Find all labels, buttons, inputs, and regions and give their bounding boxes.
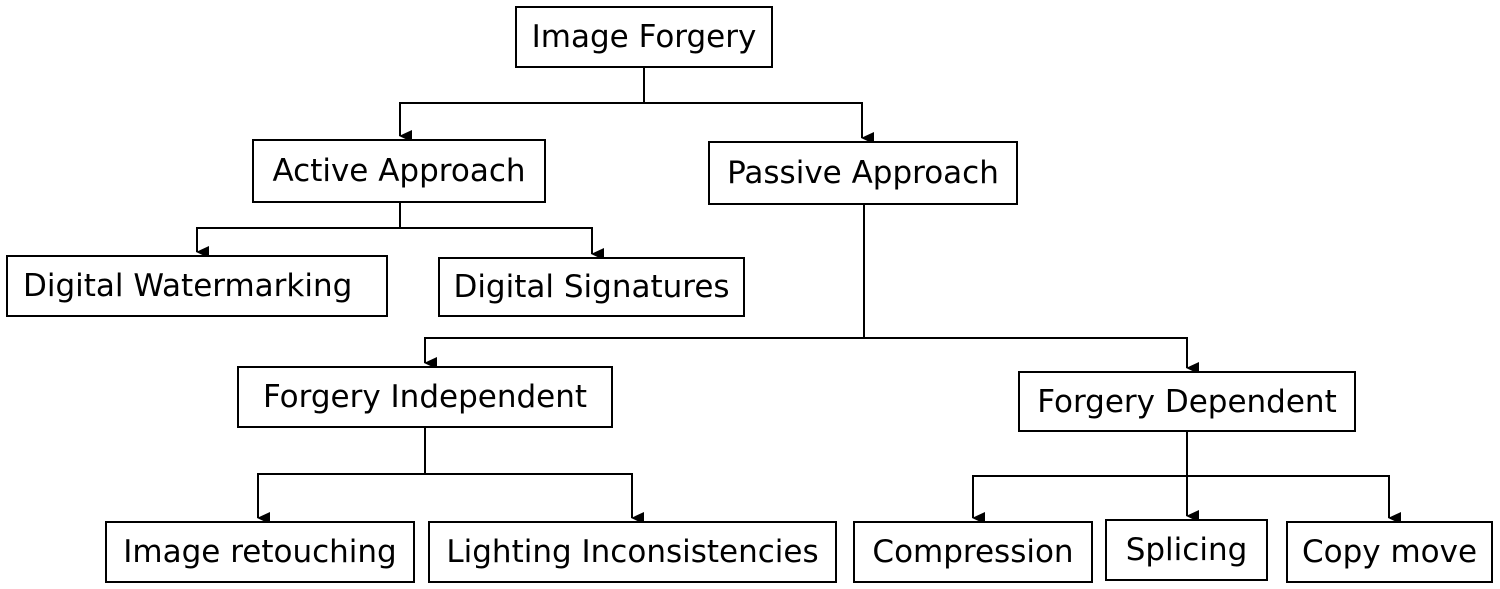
node-image-retouching: Image retouching	[105, 521, 415, 583]
node-forgery-independent: Forgery Independent	[237, 366, 613, 428]
node-forgery-dependent: Forgery Dependent	[1018, 371, 1356, 432]
edge-active-to-watermarking	[196, 227, 400, 258]
node-digital-signatures: Digital Signatures	[438, 257, 745, 317]
edge-dependent-to-copy-move	[1187, 475, 1401, 524]
node-digital-watermarking: Digital Watermarking	[6, 255, 388, 317]
node-passive-approach: Passive Approach	[708, 141, 1018, 205]
edge-independent-to-lighting	[425, 473, 644, 524]
node-copy-move: Copy move	[1286, 521, 1493, 583]
node-image-forgery: Image Forgery	[515, 6, 773, 68]
node-compression: Compression	[853, 521, 1093, 583]
node-lighting-inconsistencies: Lighting Inconsistencies	[428, 521, 837, 583]
edge-passive-to-dependent	[864, 337, 1199, 374]
node-splicing: Splicing	[1105, 519, 1268, 581]
edge-independent-to-retouching	[257, 473, 425, 524]
node-active-approach: Active Approach	[252, 139, 546, 203]
edge-active-to-signatures	[400, 227, 604, 260]
edge-root-to-active	[399, 102, 644, 142]
edge-dependent-to-compression	[972, 475, 1187, 524]
edge-root-to-passive	[644, 102, 874, 144]
edge-passive-to-independent	[424, 337, 864, 369]
